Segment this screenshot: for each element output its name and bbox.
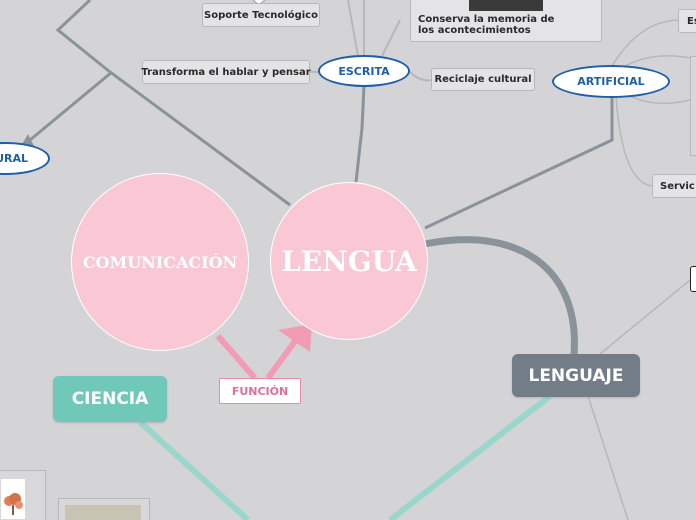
node-reciclaje-label: Reciclaje cultural: [434, 74, 532, 85]
node-natural-label: URAL: [0, 152, 28, 165]
node-soporte-label: Soporte Tecnológico: [204, 9, 318, 21]
panel-bottom-photo: [58, 498, 150, 520]
node-escrita[interactable]: ESCRITA: [318, 55, 410, 87]
node-lengua-label: LENGUA: [281, 244, 417, 278]
node-conserva-memoria[interactable]: Conserva la memoria de los acontecimient…: [410, 0, 602, 42]
node-comunicacion[interactable]: COMUNICACIÓN: [71, 173, 249, 351]
link-escrita-reciclaje: [409, 71, 433, 82]
node-escrita-label: ESCRITA: [338, 64, 390, 78]
link-lengua-lenguaje: [424, 236, 578, 355]
node-artificial[interactable]: ARTIFICIAL: [552, 65, 670, 98]
photo-thumbnail: [469, 0, 543, 11]
link-escrita-up2: [347, 0, 359, 57]
node-lenguaje-label: LENGUAJE: [528, 365, 624, 386]
link-funcion-lengua: [265, 338, 299, 380]
link-comunicacion-funcion: [215, 334, 258, 380]
node-artificial-label: ARTIFICIAL: [577, 75, 645, 88]
arrowhead-funcion: [278, 324, 312, 352]
node-transforma-hablar[interactable]: Transforma el hablar y pensar: [141, 60, 311, 84]
node-lengua-center[interactable]: LENGUA: [270, 182, 428, 340]
tree-icon: [1, 479, 25, 519]
partial-node-top: [244, 0, 274, 6]
link-lengua-escrita: [354, 85, 366, 183]
node-ciencia-label: CIENCIA: [71, 389, 149, 409]
node-lenguaje[interactable]: LENGUAJE: [512, 354, 640, 397]
node-funcion-label: FUNCIÓN: [231, 384, 289, 398]
photo-bottom: [65, 505, 141, 520]
node-servic-label: Servic: [660, 180, 695, 192]
link-lengua-artificial: [424, 96, 614, 230]
link-artificial-es: [611, 19, 681, 67]
panel-bottom-left: [0, 470, 46, 520]
node-right-edge-partial[interactable]: [690, 266, 696, 292]
node-es-partial[interactable]: Es: [678, 9, 696, 33]
node-conserva-label: Conserva la memoria de los acontecimient…: [418, 14, 555, 36]
node-soporte-tecnologico[interactable]: Soporte Tecnológico: [202, 3, 320, 27]
node-es-label: Es: [687, 15, 696, 27]
link-lenguaje-down: [587, 395, 629, 520]
link-escrita-up3: [381, 19, 401, 57]
node-ciencia[interactable]: CIENCIA: [53, 376, 167, 422]
node-reciclaje-cultural[interactable]: Reciclaje cultural: [431, 68, 535, 91]
node-transforma-label: Transforma el hablar y pensar: [141, 66, 311, 78]
link-lenguaje-teal: [388, 393, 552, 520]
node-funcion[interactable]: FUNCIÓN: [219, 378, 301, 404]
node-servic-partial[interactable]: Servic: [652, 174, 696, 198]
panel-right-partial: [690, 56, 696, 156]
link-lengua-topleft: [55, 0, 291, 207]
node-comunicacion-label: COMUNICACIÓN: [82, 252, 238, 272]
link-to-natural: [29, 70, 113, 142]
link-artificial-servic: [615, 95, 653, 187]
link-ciencia-teal: [137, 419, 251, 520]
link-lenguaje-right: [599, 279, 691, 355]
